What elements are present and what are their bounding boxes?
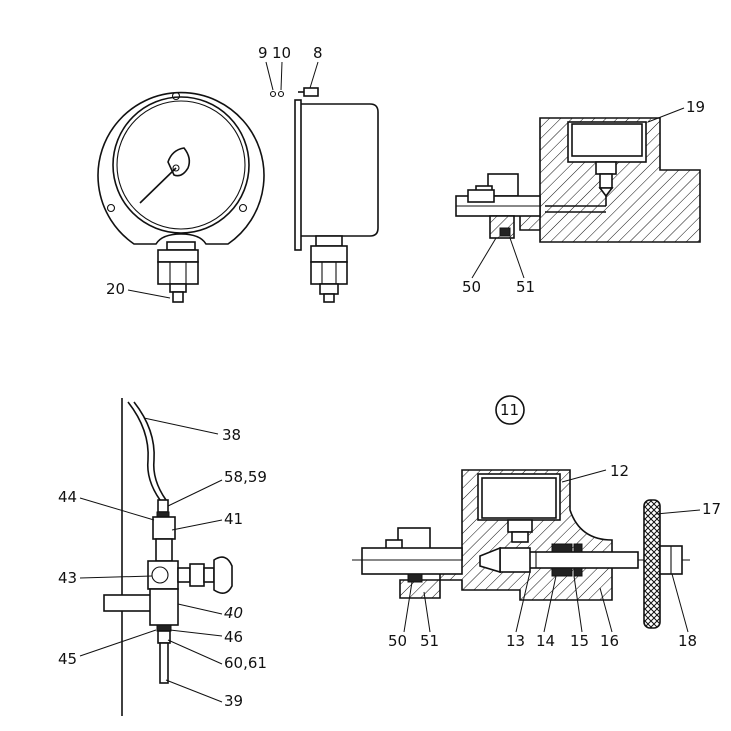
label-18: 18 bbox=[678, 632, 697, 650]
label-60-61: 60,61 bbox=[224, 654, 267, 672]
label-11: 11 bbox=[500, 401, 519, 419]
label-58-59: 58,59 bbox=[224, 468, 267, 486]
label-17: 17 bbox=[702, 500, 721, 518]
label-13: 13 bbox=[506, 632, 525, 650]
label-50-top: 50 bbox=[462, 278, 481, 296]
label-51-top: 51 bbox=[516, 278, 535, 296]
part-labels: 9 10 8 19 20 50 51 11 38 58,59 44 41 43 … bbox=[58, 44, 721, 710]
label-15: 15 bbox=[570, 632, 589, 650]
label-16: 16 bbox=[600, 632, 619, 650]
label-39: 39 bbox=[224, 692, 243, 710]
label-40: 40 bbox=[224, 604, 243, 622]
label-8: 8 bbox=[313, 44, 323, 62]
valve-section-11 bbox=[352, 395, 690, 629]
label-43: 43 bbox=[58, 569, 77, 587]
label-45: 45 bbox=[58, 650, 77, 668]
label-12: 12 bbox=[610, 462, 629, 480]
leader-lines bbox=[79, 61, 701, 703]
label-46: 46 bbox=[224, 628, 243, 646]
label-10: 10 bbox=[272, 44, 291, 62]
gauge-side-view bbox=[269, 87, 379, 303]
label-38: 38 bbox=[222, 426, 241, 444]
gauge-front-view bbox=[97, 91, 265, 303]
label-41: 41 bbox=[224, 510, 243, 528]
label-50-bottom: 50 bbox=[388, 632, 407, 650]
label-9: 9 bbox=[258, 44, 268, 62]
label-51-bottom: 51 bbox=[420, 632, 439, 650]
pipe-valve-assembly bbox=[103, 398, 233, 716]
valve-block-section-top bbox=[455, 117, 701, 243]
label-19: 19 bbox=[686, 98, 705, 116]
label-14: 14 bbox=[536, 632, 555, 650]
label-20: 20 bbox=[106, 280, 125, 298]
label-44: 44 bbox=[58, 488, 77, 506]
